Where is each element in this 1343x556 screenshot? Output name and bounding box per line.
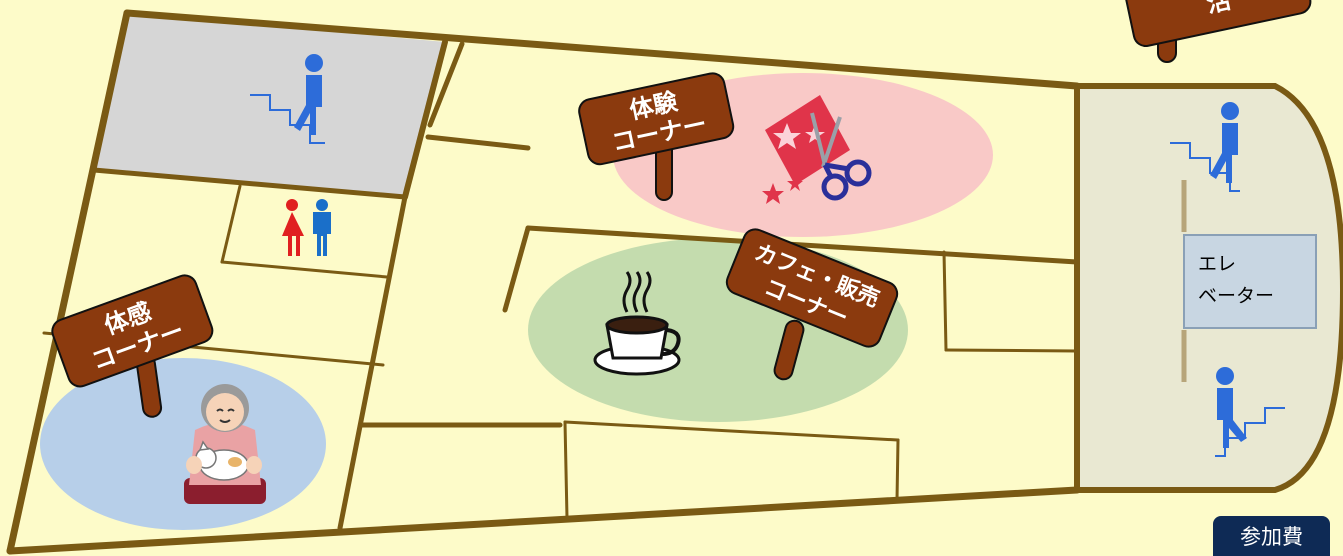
grandmother-with-cat-icon bbox=[184, 384, 266, 504]
restroom-icon bbox=[282, 199, 331, 256]
sign-cafe-corner: カフェ・販売 コーナー bbox=[725, 228, 899, 381]
elevator-label-1: エレ bbox=[1198, 253, 1236, 275]
walls bbox=[6, 9, 1081, 555]
elevator bbox=[1183, 234, 1317, 329]
participation-fee-badge[interactable]: 参加費 bbox=[1213, 516, 1330, 556]
stairs-down-icon bbox=[1215, 367, 1285, 457]
sign-top-right: 活 bbox=[1123, 0, 1312, 63]
stairs-up-icon bbox=[1170, 102, 1240, 192]
stairs-up-icon bbox=[250, 54, 325, 144]
elevator-label-2: ベーター bbox=[1198, 285, 1274, 307]
coffee-cup-icon bbox=[593, 271, 681, 376]
sign-top-right-text: 活 bbox=[1204, 0, 1233, 18]
crafts-scissors-icon bbox=[762, 95, 872, 204]
